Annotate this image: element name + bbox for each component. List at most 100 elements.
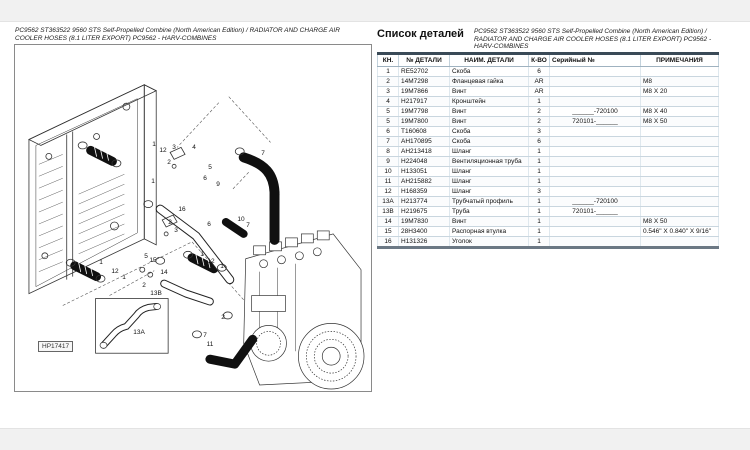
part-no-cell: AH215882 bbox=[398, 176, 450, 187]
qty-cell: 6 bbox=[528, 136, 550, 147]
callout-2: 2 bbox=[168, 219, 172, 226]
qty-cell: AR bbox=[528, 86, 550, 97]
callout-10: 10 bbox=[237, 216, 245, 223]
remarks-cell bbox=[640, 66, 719, 77]
parts-table-head: КН. № ДЕТАЛИ НАИМ. ДЕТАЛИ К-ВО Серийный … bbox=[377, 52, 719, 67]
top-margin-band bbox=[0, 0, 750, 22]
serial-cell bbox=[549, 146, 641, 157]
callout-7: 7 bbox=[261, 150, 265, 157]
part-no-cell: 14M7298 bbox=[398, 76, 450, 87]
part-no-cell: H213774 bbox=[398, 196, 450, 207]
qty-cell: 1 bbox=[528, 226, 550, 237]
qty-cell: 2 bbox=[528, 106, 550, 117]
callout-8: 8 bbox=[276, 191, 280, 198]
part-no-cell: T160608 bbox=[398, 126, 450, 137]
key-cell: 13A bbox=[377, 196, 399, 207]
image-id-label: HP17417 bbox=[38, 341, 74, 352]
serial-cell bbox=[549, 136, 641, 147]
remarks-cell: M8 X 50 bbox=[640, 216, 719, 227]
name-cell: Винт bbox=[449, 116, 529, 127]
part-no-cell: 28H3400 bbox=[398, 226, 450, 237]
callout-2: 2 bbox=[142, 282, 146, 289]
serial-cell bbox=[549, 166, 641, 177]
name-cell: Винт bbox=[449, 86, 529, 97]
serial-cell bbox=[549, 86, 641, 97]
name-cell: Уголок bbox=[449, 236, 529, 249]
callout-2: 2 bbox=[167, 159, 171, 166]
col-header-serial: Серийный № bbox=[549, 52, 641, 67]
remarks-cell: 0.546" X 0.840" X 9/16" bbox=[640, 226, 719, 237]
remarks-cell bbox=[640, 136, 719, 147]
callout-1: 1 bbox=[151, 178, 155, 185]
key-cell: 14 bbox=[377, 216, 399, 227]
hose-8 bbox=[238, 152, 280, 245]
parts-diagram-svg bbox=[28, 84, 365, 390]
qty-cell: 6 bbox=[528, 66, 550, 77]
name-cell: Шланг bbox=[449, 176, 529, 187]
remarks-cell: M8 X 50 bbox=[640, 116, 719, 127]
serial-cell: 720101-______ bbox=[549, 116, 641, 127]
bottom-margin-band bbox=[0, 428, 750, 450]
key-cell: 5 bbox=[377, 106, 399, 117]
serial-cell: ______-720100 bbox=[549, 196, 641, 207]
hose-12c bbox=[187, 253, 219, 274]
qty-cell: 1 bbox=[528, 96, 550, 107]
key-cell: 5 bbox=[377, 116, 399, 127]
hose-13a bbox=[101, 304, 159, 348]
key-cell: 16 bbox=[377, 236, 399, 249]
serial-cell bbox=[549, 176, 641, 187]
part-no-cell: 19M7798 bbox=[398, 106, 450, 117]
remarks-cell: M8 X 20 bbox=[640, 86, 719, 97]
key-cell: 2 bbox=[377, 76, 399, 87]
name-cell: Скоба bbox=[449, 126, 529, 137]
col-header-key: КН. bbox=[377, 52, 399, 67]
callout-13B: 13B bbox=[150, 290, 162, 297]
name-cell: Скоба bbox=[449, 136, 529, 147]
part-no-cell: H224048 bbox=[398, 156, 450, 167]
callout-12: 12 bbox=[111, 268, 119, 275]
serial-cell: 720101-______ bbox=[549, 206, 641, 217]
remarks-cell bbox=[640, 166, 719, 177]
name-cell: Кронштейн bbox=[449, 96, 529, 107]
diagram-caption: PC9562 ST363522 9560 STS Self-Propelled … bbox=[15, 27, 340, 42]
hose-10 bbox=[221, 218, 248, 238]
qty-cell: AR bbox=[528, 76, 550, 87]
key-cell: 11 bbox=[377, 176, 399, 187]
part-no-cell: H217917 bbox=[398, 96, 450, 107]
callout-1: 1 bbox=[99, 259, 103, 266]
callout-9: 9 bbox=[216, 181, 220, 188]
name-cell: Шланг bbox=[449, 146, 529, 157]
key-cell: 10 bbox=[377, 166, 399, 177]
hose-11 bbox=[205, 334, 258, 369]
key-cell: 15 bbox=[377, 226, 399, 237]
remarks-cell bbox=[640, 146, 719, 157]
name-cell: Вентиляционная труба bbox=[449, 156, 529, 167]
key-cell: 4 bbox=[377, 96, 399, 107]
callout-1: 1 bbox=[220, 263, 224, 270]
qty-cell: 3 bbox=[528, 186, 550, 197]
serial-cell bbox=[549, 96, 641, 107]
key-cell: 6 bbox=[377, 126, 399, 137]
callout-6: 6 bbox=[203, 175, 207, 182]
